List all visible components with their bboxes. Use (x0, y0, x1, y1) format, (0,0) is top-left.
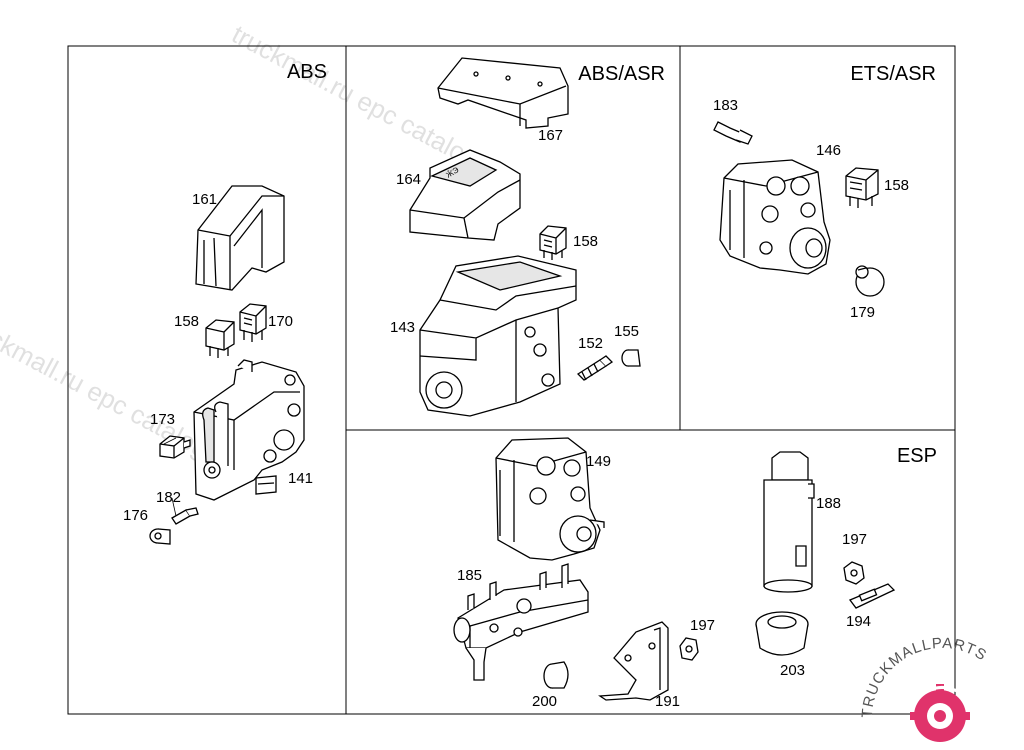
part-197-nut-b (843, 561, 865, 585)
part-167-cover (437, 57, 569, 129)
part-197-nut (679, 637, 699, 661)
callout-188: 188 (816, 495, 841, 512)
brand-logo: TRUCKMALLPARTS (859, 635, 989, 742)
part-149-hydraulic-unit (495, 437, 605, 561)
callout-167: 167 (538, 127, 563, 144)
section-title-abs-asr: ABS/ASR (578, 63, 665, 85)
part-143-hydraulic-unit (419, 255, 577, 417)
part-176-nut (149, 528, 171, 545)
part-203-seal-ring (755, 611, 809, 656)
part-164-cover: ӜЭ (409, 149, 521, 241)
callouts: 161 158 170 173 141 182 176 167 164 158 … (123, 97, 909, 710)
callout-173: 173 (150, 411, 175, 428)
part-173-connector (159, 435, 191, 459)
part-179-cap (855, 265, 885, 297)
callout-194: 194 (846, 613, 871, 630)
section-title-esp: ESP (897, 445, 937, 467)
callout-152: 152 (578, 335, 603, 352)
callout-197: 197 (690, 617, 715, 634)
callout-191: 191 (655, 693, 680, 710)
part-185-master-cylinder (453, 563, 589, 681)
callout-141: 141 (288, 470, 313, 487)
part-146-hydraulic-unit (719, 159, 831, 275)
part-188-sensor (763, 451, 815, 593)
part-170-relay (239, 303, 267, 342)
section-title-ets-asr: ETS/ASR (850, 63, 936, 85)
callout-146: 146 (816, 142, 841, 159)
callout-155: 155 (614, 323, 639, 340)
section-title-abs: ABS (287, 61, 327, 83)
callout-164: 164 (396, 171, 421, 188)
part-155-cap (621, 349, 641, 367)
part-194-clip (848, 583, 896, 609)
callout-182: 182 (156, 489, 181, 506)
frame (67, 45, 956, 715)
part-158-relay-c (845, 167, 879, 208)
part-200-seal (543, 661, 569, 689)
callout-149: 149 (586, 453, 611, 470)
callout-161: 161 (192, 191, 217, 208)
part-182-bolt (171, 507, 199, 525)
callout-158-c: 158 (884, 177, 909, 194)
part-152-bleed-screw (576, 355, 614, 381)
part-141-hydraulic-unit (193, 359, 305, 501)
callout-200: 200 (532, 693, 557, 710)
gear-icon (910, 684, 970, 742)
callout-183: 183 (713, 97, 738, 114)
callout-170: 170 (268, 313, 293, 330)
callout-158-b: 158 (573, 233, 598, 250)
part-161-cover (195, 185, 285, 291)
callout-143: 143 (390, 319, 415, 336)
callout-179: 179 (850, 304, 875, 321)
part-158-relay (205, 319, 235, 358)
callout-176: 176 (123, 507, 148, 524)
callout-185: 185 (457, 567, 482, 584)
callout-203: 203 (780, 662, 805, 679)
callout-158: 158 (174, 313, 199, 330)
part-191-bracket (598, 621, 669, 701)
part-183-screw (713, 121, 753, 145)
callout-197-b: 197 (842, 531, 867, 548)
leader-lines (163, 437, 177, 517)
part-158-relay-b (539, 225, 567, 260)
